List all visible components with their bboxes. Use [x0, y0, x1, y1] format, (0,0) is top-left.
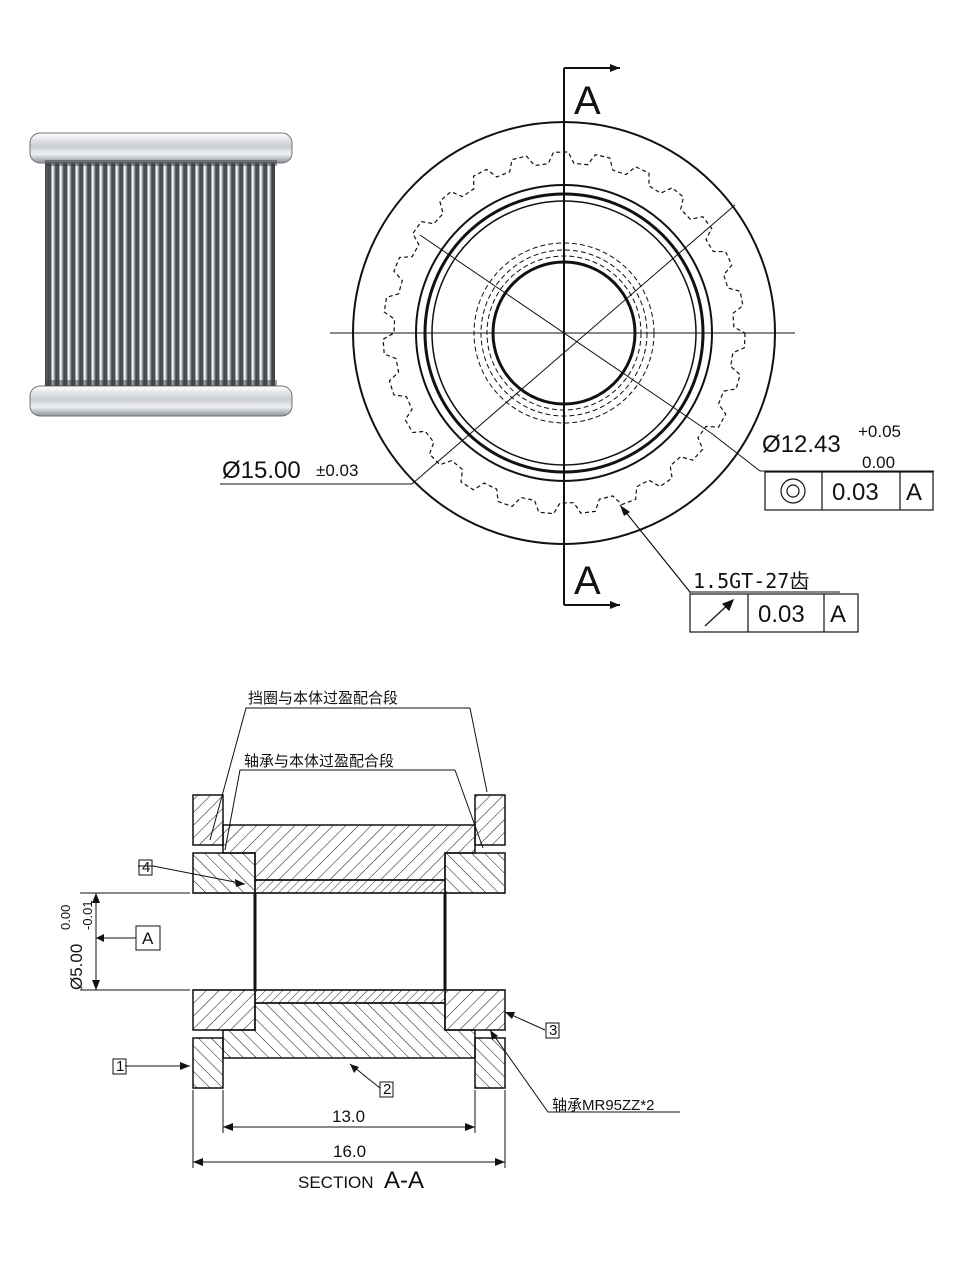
runout-datum: A	[830, 601, 846, 628]
pulley-photo	[29, 132, 293, 417]
bore-circle	[491, 260, 637, 406]
section-bore-tol-upper: 0.00	[58, 905, 73, 930]
concentricity-frame	[764, 471, 934, 511]
balloon-1: 1	[116, 1058, 124, 1075]
outer-diameter-tol: ±0.03	[316, 461, 358, 480]
flange-left-bottom	[192, 1037, 224, 1089]
body-top	[222, 824, 476, 881]
section-title-prefix: SECTION	[298, 1173, 374, 1192]
note-bearing-fit: 轴承与本体过盈配合段	[244, 753, 394, 770]
concentricity-value: 0.03	[832, 479, 879, 506]
bearing-left-top	[192, 852, 256, 894]
front-view	[220, 67, 934, 606]
balloon-3: 3	[549, 1022, 557, 1039]
flange-left-top	[192, 794, 224, 846]
datum-a-label: A	[142, 929, 154, 948]
bore-tol-lower: 0.00	[862, 453, 895, 472]
balloon-4: 4	[142, 859, 150, 876]
note-flange-fit: 挡圈与本体过盈配合段	[248, 690, 398, 707]
section-marker-bottom: A	[574, 559, 601, 603]
concentricity-datum: A	[906, 479, 922, 506]
concentricity-icon	[780, 478, 806, 504]
bearing-right-top	[444, 852, 506, 894]
flange-outline	[352, 121, 776, 545]
bore-diameter-dim: Ø12.43	[762, 431, 841, 458]
runout-value: 0.03	[758, 601, 805, 628]
flange-right-top	[474, 794, 506, 846]
bearing-note: 轴承MR95ZZ*2	[552, 1097, 655, 1114]
section-bore-tol-lower: -0.01	[80, 900, 95, 930]
outer-diameter-dim: Ø15.00	[222, 457, 301, 484]
inner-length-dim: 13.0	[332, 1107, 365, 1126]
runout-frame	[689, 593, 859, 633]
section-marker-top: A	[574, 79, 601, 123]
balloon-2: 2	[383, 1081, 391, 1098]
section-leaders	[80, 707, 680, 1168]
flange-right-bottom	[474, 1037, 506, 1089]
body-bottom	[222, 1002, 476, 1059]
overall-length-dim: 16.0	[333, 1142, 366, 1161]
section-title-marker: A-A	[384, 1167, 424, 1194]
section-bore-dim: Ø5.00	[67, 944, 86, 990]
bore-tol-upper: +0.05	[858, 422, 901, 441]
spacer-top	[254, 879, 446, 894]
tooth-spec: 1.5GT-27齿	[693, 569, 809, 593]
bearing-left-bottom	[192, 989, 256, 1031]
section-view	[192, 794, 506, 1089]
bearing-right-bottom	[444, 989, 506, 1031]
spacer-bottom	[254, 989, 446, 1004]
